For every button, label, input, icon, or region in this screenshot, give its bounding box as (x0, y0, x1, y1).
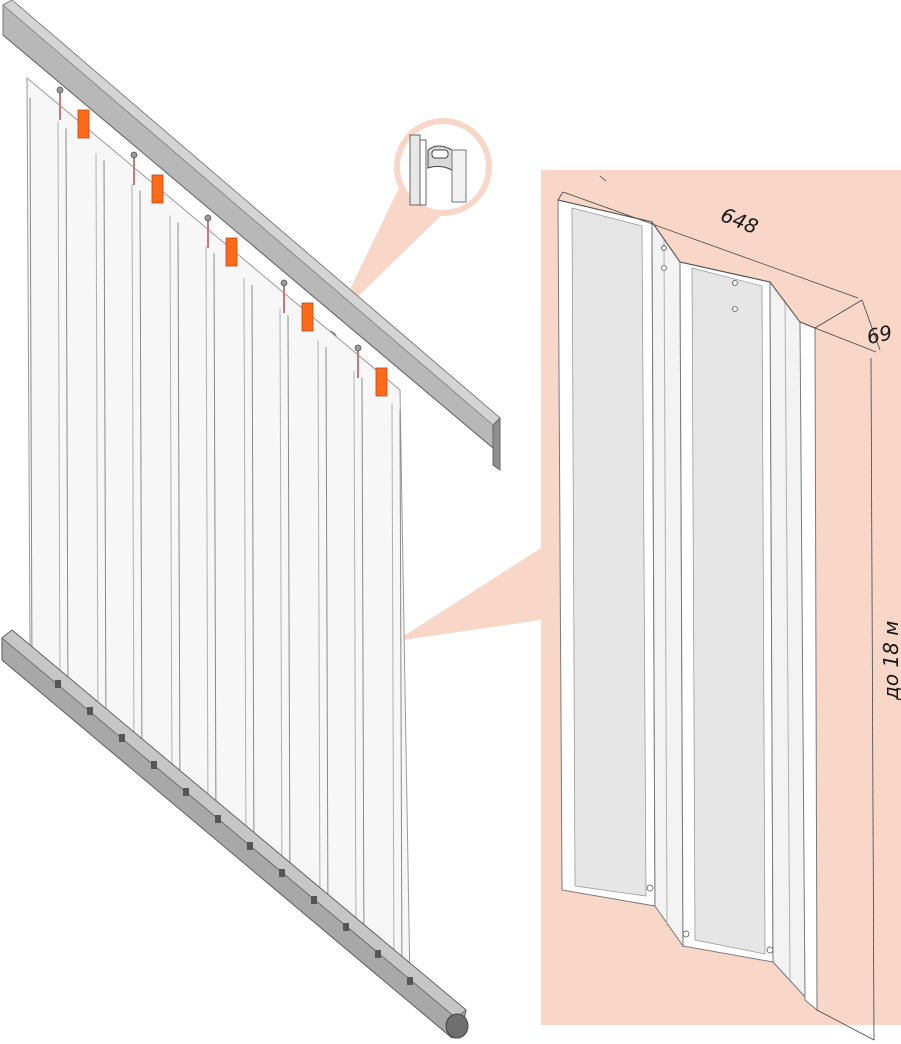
detail-callout-zoom (318, 118, 492, 350)
dimension-lines (557, 175, 881, 1041)
panel-seams (29, 97, 403, 991)
panel-seam (95, 153, 99, 735)
bracket-bolt (130, 151, 138, 159)
mounting-bracket (77, 109, 90, 139)
bracket-bolt (280, 279, 288, 287)
rail-bolt (375, 950, 381, 958)
panel-seam (177, 222, 181, 804)
rail-bolt (87, 707, 93, 715)
bottom-rail-bolts (55, 680, 413, 985)
rail-end-cap (445, 1013, 469, 1039)
rail-bolt (55, 680, 61, 688)
mounting-bracket (375, 367, 388, 397)
panel-seam (317, 340, 321, 922)
panel-seam (251, 284, 255, 867)
panel-seam (325, 347, 329, 929)
panel-seam (279, 308, 283, 890)
rail-bolt (247, 842, 253, 850)
panel-seam (243, 278, 247, 860)
panel-seam (399, 409, 403, 991)
panel-seam (139, 190, 143, 772)
panel-profile-detail (557, 199, 818, 1012)
rail-bolt (311, 896, 317, 904)
height-dimension-label: до 18 м (879, 621, 901, 701)
panel-seam (391, 402, 395, 984)
mounting-bracket (225, 237, 238, 267)
rail-bolt (407, 977, 413, 985)
top-rail (2, 0, 501, 471)
mounting-bracket (151, 174, 164, 204)
panel-seam (29, 97, 33, 680)
rail-bolt (119, 734, 125, 742)
panel-seam (213, 252, 217, 835)
panel-seam (361, 377, 365, 959)
rail-bolt (183, 788, 189, 796)
panel-seam (205, 246, 209, 828)
mounting-bracket (301, 302, 314, 332)
bottom-rail (1, 629, 469, 1039)
bracket-bolt (56, 86, 64, 94)
zoom-profile-detail (409, 134, 467, 206)
mounting-brackets (56, 86, 388, 397)
rail-bolt (279, 869, 285, 877)
bracket-bolt (354, 344, 362, 352)
depth-dimension-label: 69 (865, 320, 895, 349)
panel-seam (57, 121, 61, 704)
panel-seam (103, 160, 107, 742)
panel-seam (131, 183, 135, 766)
panel-seam (65, 128, 69, 710)
rail-bolt (151, 761, 157, 769)
bracket-bolt (204, 214, 212, 222)
panel-seam (169, 215, 173, 798)
panel-seam (287, 315, 291, 897)
rail-bolt (215, 815, 221, 823)
panel-funnel (396, 548, 541, 641)
panel-seam (353, 370, 357, 952)
rail-bolt (343, 923, 349, 931)
